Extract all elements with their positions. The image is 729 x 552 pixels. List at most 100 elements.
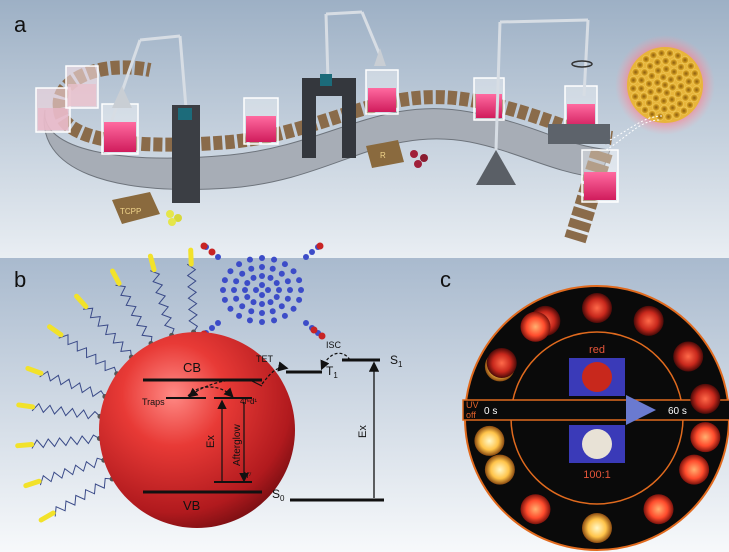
nozzle-1 — [178, 108, 192, 120]
ligand-head — [147, 253, 157, 273]
nanoparticle-bump — [651, 94, 660, 103]
molecule-atom — [215, 320, 221, 326]
molecule-atom — [269, 308, 276, 315]
ligand-head — [23, 478, 42, 489]
nanoparticle-bump — [676, 63, 685, 72]
nanoparticle-bump — [672, 110, 681, 119]
molecule-atom — [259, 319, 265, 325]
molecule-oxygen — [200, 242, 208, 250]
nanoparticle-bump — [673, 51, 682, 60]
molecule-atom — [221, 296, 228, 303]
molecule-atom — [273, 294, 280, 300]
ligand-chain — [39, 457, 104, 486]
nanoparticle-bump — [640, 105, 649, 114]
nanoparticle-bump — [656, 112, 665, 121]
molecule-atom — [296, 277, 303, 284]
nanoparticle-bump — [662, 65, 671, 74]
molecule-atom — [259, 301, 265, 307]
molecule-oxygen — [208, 248, 216, 256]
nanoparticle-bump — [664, 112, 673, 121]
nanoparticle-bump — [669, 58, 678, 67]
nanoparticle-bump — [686, 62, 695, 71]
molecule-atom — [246, 256, 253, 263]
molecule-atom — [276, 287, 282, 293]
nanoparticle-bump — [646, 62, 655, 71]
nanoparticle-bump — [674, 90, 683, 99]
sample-dot — [582, 513, 612, 543]
nanoparticle-bump — [661, 57, 670, 66]
box-r-label: R — [380, 151, 386, 160]
nanoparticle-bump — [635, 99, 644, 108]
ligand-head — [16, 402, 36, 410]
molecule-atom — [259, 264, 265, 270]
molecule-atom — [209, 325, 215, 331]
molecule-atom — [231, 287, 237, 293]
particle-yellow — [166, 210, 174, 218]
molecule-atom — [250, 274, 257, 281]
molecule-atom — [253, 287, 259, 293]
ligand-chain — [186, 263, 199, 333]
nanoparticle-bump — [675, 99, 684, 108]
nanoparticle-bump — [662, 88, 671, 97]
ligand-head — [25, 365, 44, 376]
particle-red — [410, 150, 418, 158]
particle-yellow — [174, 214, 182, 222]
nanoparticle-bump — [681, 56, 690, 65]
molecule-atom — [259, 292, 265, 298]
molecule-atom — [303, 320, 309, 326]
particle-yellow — [168, 218, 176, 226]
nanoparticle-bump — [668, 103, 677, 112]
nanoparticle-bump — [690, 69, 699, 78]
time-end-label: 60 s — [668, 406, 687, 417]
funnel-1 — [112, 86, 132, 108]
excited-level-label: 4f⁶d¹ — [240, 397, 257, 406]
excitation-label: Ex — [205, 435, 217, 448]
nanoparticle-surface — [629, 49, 701, 121]
gate-frame — [302, 78, 356, 158]
ligand-chain — [58, 334, 118, 374]
molecule-atom — [259, 310, 265, 316]
nanoparticle-bump — [692, 85, 701, 94]
nanoparticle-bump — [642, 55, 651, 64]
nanoparticle-bump — [685, 101, 694, 110]
t1-label: T1 — [326, 364, 338, 380]
tcpp-molecule — [200, 242, 326, 340]
sample-ring — [474, 293, 721, 543]
uv-label: UV — [466, 400, 479, 410]
nanoparticle-bump — [679, 106, 688, 115]
funnel-2 — [374, 48, 386, 66]
nanoparticle-bump — [684, 85, 693, 94]
nanoparticle-bump — [676, 82, 685, 91]
sample-dot — [673, 341, 704, 372]
tet-label: TET — [256, 354, 274, 364]
nanoparticle-bump — [675, 74, 684, 83]
hotplate — [548, 124, 610, 144]
molecule-atom — [281, 261, 288, 268]
sample-dot — [643, 494, 674, 525]
nanoparticle-bump — [655, 86, 664, 95]
sample-dot — [520, 311, 551, 342]
panel-b-label: b — [14, 267, 26, 292]
molecule-atom — [233, 278, 240, 285]
molecule-atom — [233, 295, 240, 302]
molecule-atom — [296, 296, 303, 303]
nanoparticle-bump — [668, 83, 677, 92]
molecule-atom — [239, 270, 246, 277]
center-bottom-label: 100:1 — [583, 469, 611, 481]
isc-arrow — [320, 352, 351, 371]
off-label: off — [466, 410, 476, 420]
nanoparticle-bump — [646, 87, 655, 96]
ligand-chain — [115, 284, 153, 344]
nanoparticle-bump — [629, 84, 638, 93]
zoom-lines — [609, 115, 663, 141]
ligand-head — [74, 293, 89, 310]
nanoparticle-bump — [629, 76, 638, 85]
tet-arrow-start — [249, 379, 263, 387]
beaker-1 — [35, 87, 71, 133]
pillar-1 — [172, 105, 200, 203]
molecule-atom — [271, 317, 278, 324]
nanoparticle-bump — [665, 49, 674, 58]
time-start-label: 0 s — [484, 406, 497, 417]
s1-label: S1 — [390, 353, 403, 369]
